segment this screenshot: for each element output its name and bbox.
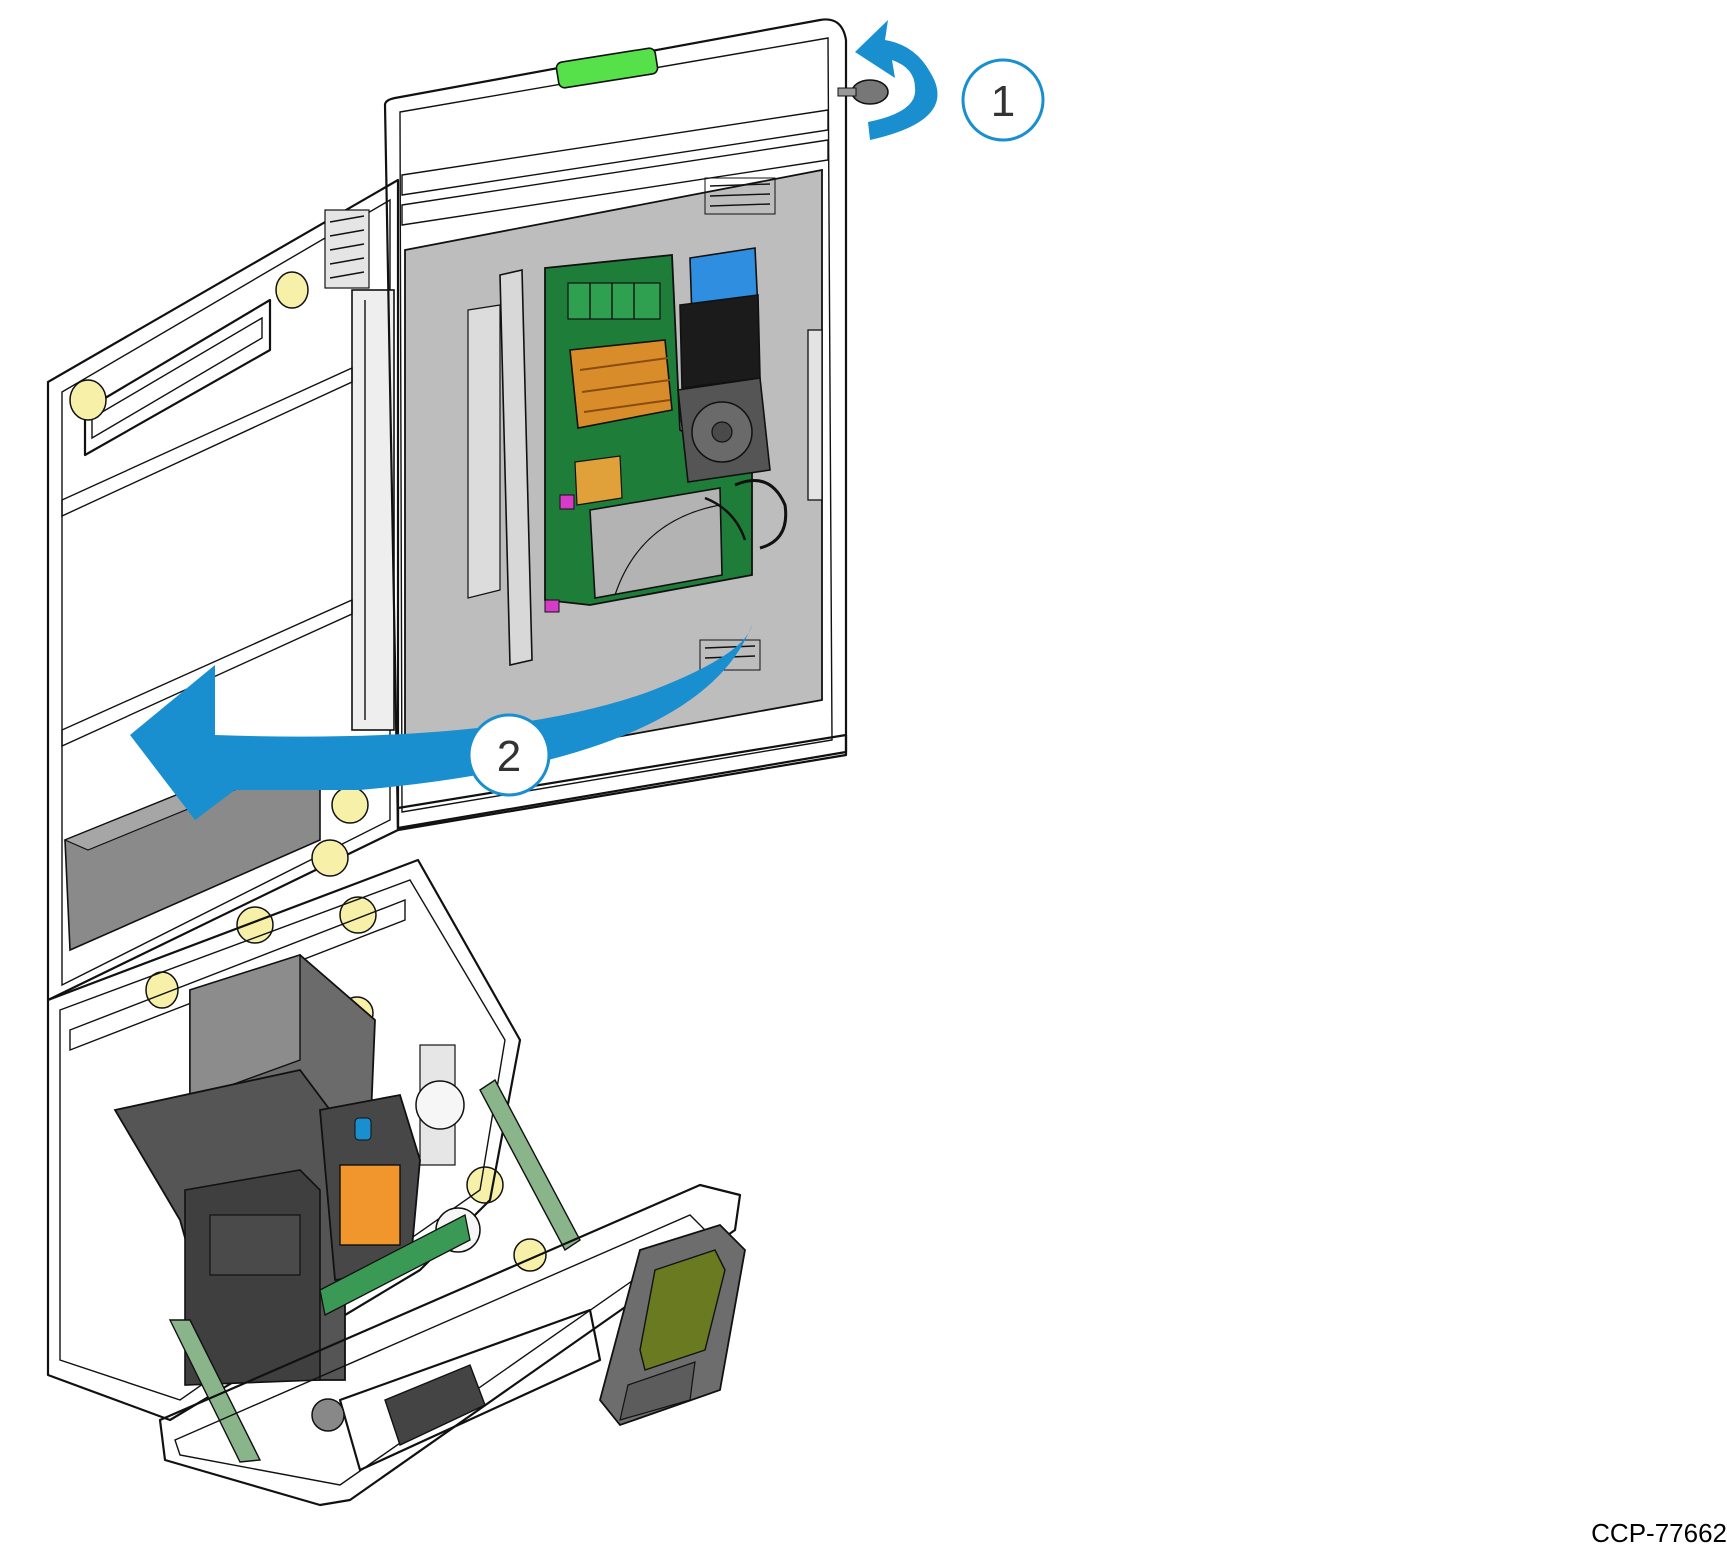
lower-chassis — [46, 858, 581, 1463]
key-icon — [837, 79, 889, 105]
scanner-housing — [113, 1068, 346, 1386]
callout-1: 1 — [961, 58, 1045, 142]
cpu-fan — [677, 377, 771, 483]
panel-vent — [699, 177, 776, 671]
cushion — [69, 271, 547, 1272]
callout-2: 2 — [467, 713, 551, 797]
cabinet-back — [383, 18, 848, 832]
callout-1-label: 1 — [991, 77, 1015, 126]
motherboard — [544, 254, 753, 613]
status-light — [555, 47, 659, 89]
front-tray — [158, 1183, 742, 1507]
door-vent — [324, 209, 370, 289]
storage-drive — [589, 487, 723, 599]
figure-id: CCP-77662 — [1591, 1518, 1727, 1548]
pin-pad — [599, 1223, 746, 1427]
curved-arrow-icon — [130, 625, 752, 820]
cpu-heatsink — [569, 339, 673, 429]
rotate-arrow-icon — [855, 20, 938, 140]
callout-2-label: 2 — [497, 732, 521, 781]
receipt-printer — [319, 1093, 421, 1282]
open-door — [46, 178, 547, 1272]
nameplate — [384, 1364, 486, 1446]
